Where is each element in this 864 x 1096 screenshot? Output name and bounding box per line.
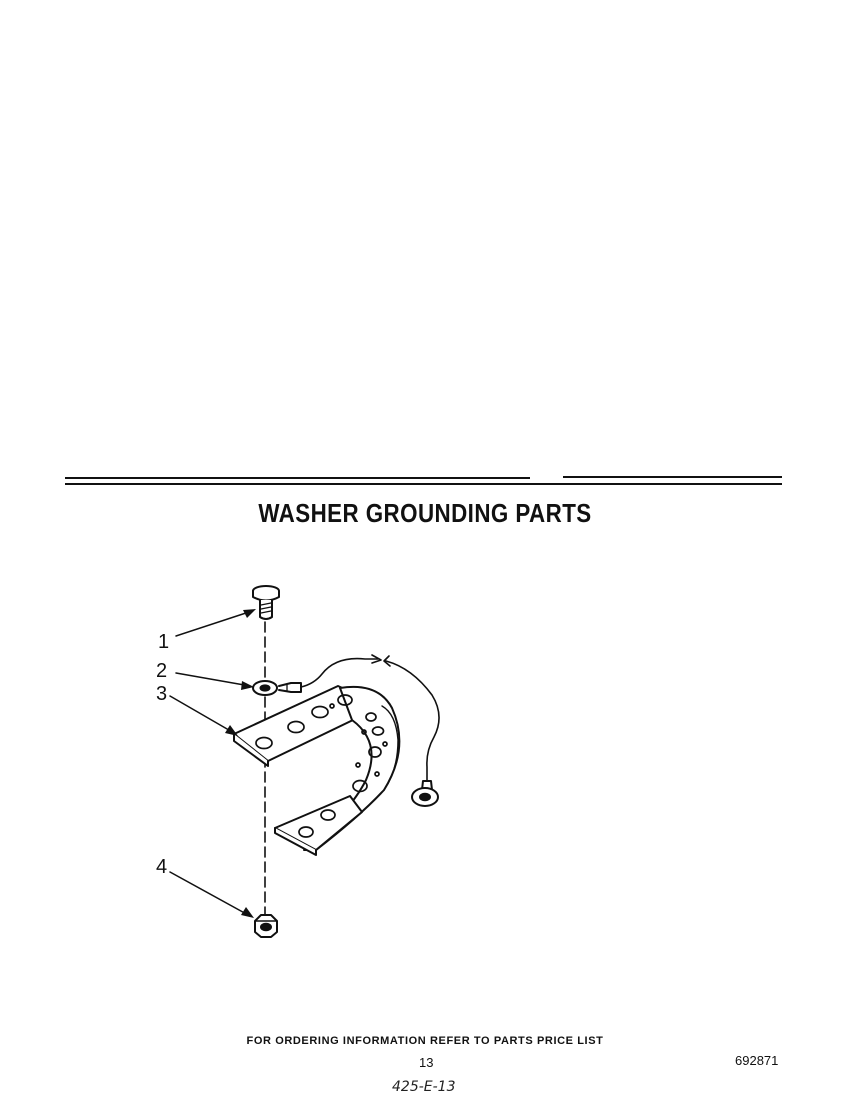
grounding-strap-part bbox=[233, 685, 401, 856]
leader-arrowhead-2 bbox=[241, 681, 254, 690]
screw-part bbox=[252, 585, 280, 620]
leader-arrowhead-4 bbox=[241, 907, 254, 918]
grounding-wire bbox=[278, 654, 440, 807]
document-number: 692871 bbox=[735, 1053, 779, 1068]
header-rule-bottom bbox=[65, 483, 782, 485]
callout-label-2: 2 bbox=[156, 660, 168, 682]
leader-arrowhead-1 bbox=[243, 609, 256, 618]
page-number: 13 bbox=[419, 1055, 434, 1070]
header-rule-top bbox=[65, 477, 530, 479]
leader-line-2 bbox=[175, 672, 251, 687]
callout-label-3: 3 bbox=[156, 683, 168, 705]
header-rule-top-right bbox=[563, 476, 782, 478]
callout-label-1: 1 bbox=[158, 631, 170, 653]
handwritten-note: 425-E-13 bbox=[392, 1079, 456, 1095]
leader-line-4 bbox=[169, 871, 251, 917]
leader-arrowhead-3 bbox=[225, 725, 238, 736]
leader-line-1 bbox=[175, 610, 253, 637]
hex-nut-part bbox=[254, 914, 278, 938]
callout-label-4: 4 bbox=[156, 856, 168, 878]
leader-line-3 bbox=[169, 695, 235, 734]
page-title: WASHER GROUNDING PARTS bbox=[258, 498, 592, 528]
washer-part bbox=[252, 680, 278, 696]
ordering-information: FOR ORDERING INFORMATION REFER TO PARTS … bbox=[246, 1035, 604, 1047]
